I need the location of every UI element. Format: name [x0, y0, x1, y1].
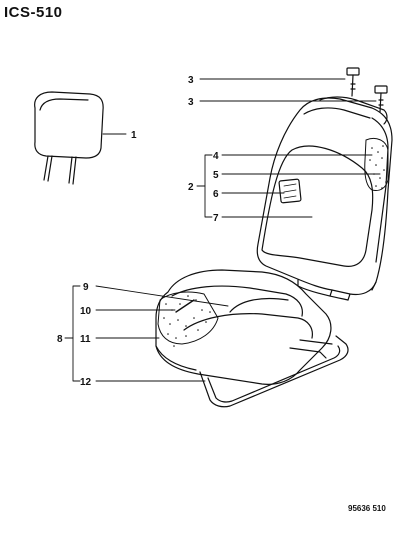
callout-5: 5	[213, 170, 219, 181]
seat-back-drawing	[256, 96, 393, 301]
callout-labels: 1 3 3 4 5 2 6 7 9 10 8 11 12	[57, 75, 219, 388]
callout-11: 11	[80, 334, 91, 345]
callout-8: 8	[57, 334, 63, 345]
callout-7: 7	[213, 213, 219, 224]
callout-3b: 3	[188, 97, 194, 108]
seat-cushion-drawing	[155, 269, 332, 385]
seat-frame-drawing	[199, 335, 349, 408]
callout-3a: 3	[188, 75, 194, 86]
callout-4: 4	[213, 151, 219, 162]
callout-1: 1	[131, 130, 137, 141]
figure-number: 95636 510	[348, 504, 386, 513]
headrest-drawing	[34, 91, 104, 185]
bolster-texture	[369, 145, 387, 189]
headrest-guide-drawing	[346, 67, 388, 113]
callout-6: 6	[213, 189, 219, 200]
callout-12: 12	[80, 377, 92, 388]
callout-9: 9	[83, 282, 89, 293]
callout-10: 10	[80, 306, 92, 317]
diagram-code: ICS-510	[4, 4, 63, 21]
cushion-texture	[163, 295, 211, 347]
leader-lines	[64, 78, 381, 382]
callout-2: 2	[188, 182, 194, 193]
